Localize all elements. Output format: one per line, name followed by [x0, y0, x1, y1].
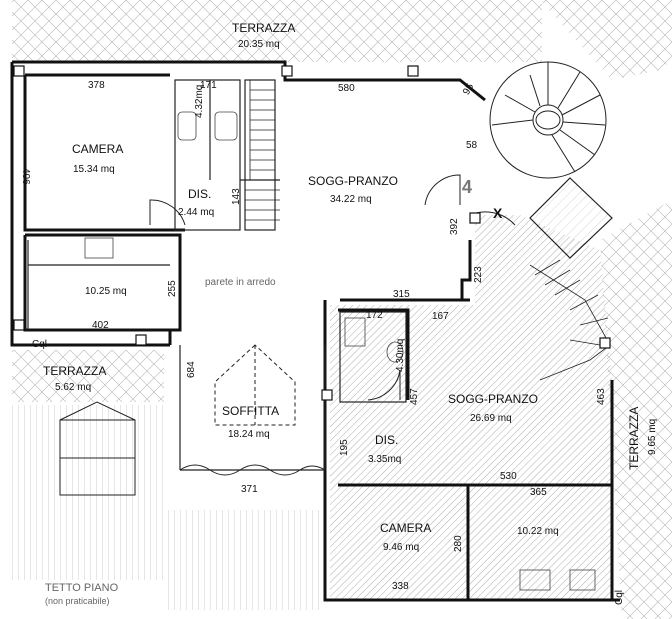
- kitchen-left-area: 10.25 mq: [85, 286, 127, 297]
- attic-area: 18.24 mq: [228, 429, 270, 440]
- dim-402: 402: [92, 320, 109, 331]
- column-marker-right: Cql: [614, 589, 625, 605]
- dim-143: 143: [231, 188, 242, 205]
- roof-name: TETTO PIANO: [45, 582, 119, 594]
- living-top-name: SOGG-PRANZO: [308, 174, 399, 188]
- roof-stripes: [12, 405, 164, 580]
- bedroom-bottom-area: 9.46 mq: [383, 542, 420, 553]
- dim-195: 195: [339, 439, 350, 456]
- dis-left-area: 2.44 mq: [178, 207, 215, 218]
- terrace-left-name: TERRAZZA: [43, 364, 107, 378]
- dis-right-name: DIS.: [375, 433, 399, 447]
- dim-172: 172: [366, 310, 383, 321]
- dim-580: 580: [338, 83, 355, 94]
- skylight: [529, 177, 613, 259]
- dim-315: 315: [393, 289, 410, 300]
- dim-365: 365: [530, 487, 547, 498]
- dim-338: 338: [392, 581, 409, 592]
- column-marker-left: Cql: [32, 339, 48, 350]
- dim-371: 371: [241, 484, 258, 495]
- dim-167: 167: [432, 311, 449, 322]
- dim-457: 457: [409, 388, 420, 405]
- terrace-top-name: TERRAZZA: [232, 21, 296, 35]
- living-right-name: SOGG-PRANZO: [448, 392, 539, 406]
- terrace-right-name: TERRAZZA: [627, 406, 641, 470]
- dim-406: 406: [20, 168, 31, 185]
- dim-530: 530: [500, 471, 517, 482]
- furnished-wall-note: parete in arredo: [205, 277, 276, 288]
- terrace-right-area: 9.65 mq: [647, 418, 658, 455]
- living-top-area: 34.22 mq: [330, 194, 372, 205]
- bedroom-left-name: CAMERA: [72, 142, 124, 156]
- kitchen-bottom-area: 10.22 mq: [517, 526, 559, 537]
- bath-right-area: 4.30mq: [395, 338, 406, 372]
- dim-223: 223: [473, 266, 484, 283]
- dim-392: 392: [449, 218, 460, 235]
- bedroom-left-area: 15.34 mq: [73, 164, 115, 175]
- terrace-top-area-label: 20.35 mq: [238, 39, 280, 50]
- terrace-left-area: 5.62 mq: [55, 382, 92, 393]
- dim-58: 58: [466, 140, 478, 151]
- terrace-right-area: [600, 200, 672, 619]
- section-number: 4: [462, 177, 473, 197]
- roof-right-stripes: [168, 510, 320, 610]
- attic-name: SOFFITTA: [222, 404, 280, 418]
- dim-171: 171: [200, 80, 217, 91]
- dim-255: 255: [167, 280, 178, 297]
- terrace-top-floor: [12, 0, 542, 62]
- roof-note: (non praticabile): [45, 596, 110, 606]
- dim-684: 684: [186, 361, 197, 378]
- dis-right-area: 3.35mq: [368, 454, 402, 465]
- living-right-area: 26.69 mq: [470, 413, 512, 424]
- dim-378: 378: [88, 80, 105, 91]
- cross-marker: X: [493, 205, 503, 221]
- dim-280: 280: [453, 535, 464, 552]
- dis-left-name: DIS.: [188, 187, 212, 201]
- dim-463: 463: [596, 388, 607, 405]
- terrace-top-area: [12, 0, 672, 80]
- terrace-left-floor: [12, 350, 164, 402]
- bedroom-bottom-name: CAMERA: [380, 521, 432, 535]
